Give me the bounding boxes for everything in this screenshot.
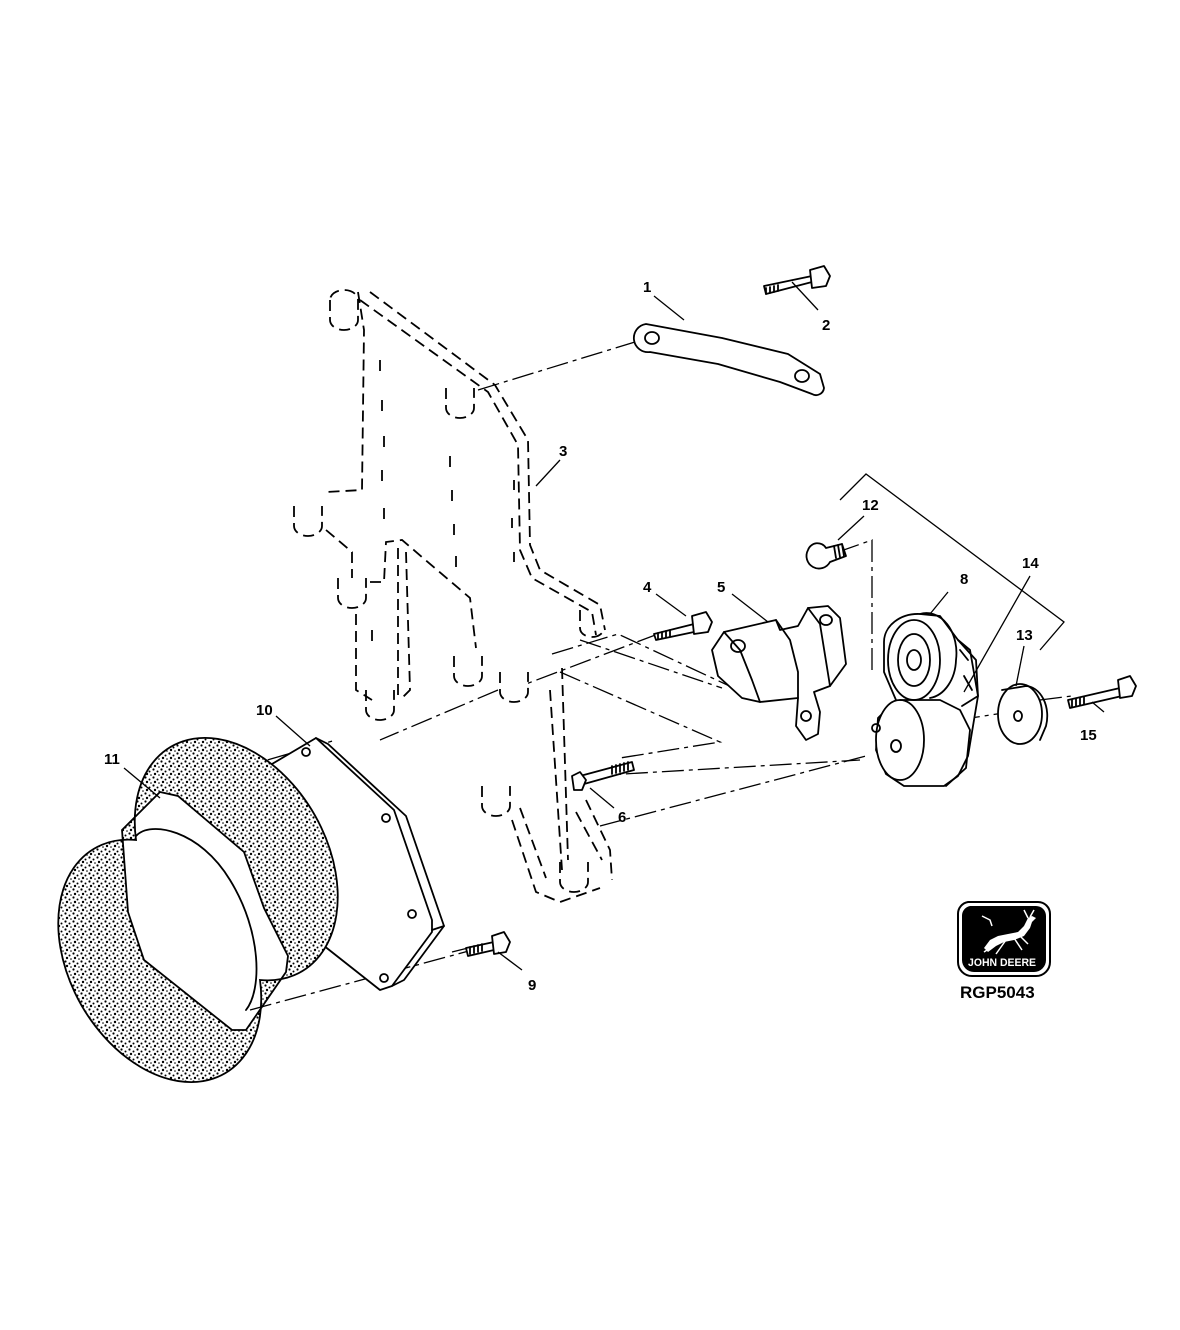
part-11-gasket xyxy=(57,737,339,1083)
callout-8: 8 xyxy=(960,571,968,588)
part-6-bolt xyxy=(571,761,635,791)
part-5-idler-bracket xyxy=(711,605,847,741)
callout-10: 10 xyxy=(256,702,273,719)
logo-brand-text: JOHN DEERE xyxy=(968,957,1036,969)
callout-9: 9 xyxy=(528,977,536,994)
part-12-cap-screw xyxy=(805,542,847,570)
part-3-mounting-bracket xyxy=(293,289,613,903)
part-1-brace-arm xyxy=(632,323,825,396)
part-13-pulley xyxy=(997,683,1049,745)
callout-6: 6 xyxy=(618,809,626,826)
callout-13: 13 xyxy=(1016,627,1033,644)
john-deere-logo: JOHN DEERE xyxy=(956,901,1051,977)
callout-12: 12 xyxy=(862,497,879,514)
leaping-deer-icon xyxy=(981,909,1036,955)
part-14-kit-bracket xyxy=(839,473,1065,651)
part-8-belt-tensioner xyxy=(871,612,979,787)
part-4-bolt xyxy=(653,611,713,641)
part-15-bolt xyxy=(1067,675,1137,709)
callout-14: 14 xyxy=(1022,555,1039,572)
callout-15: 15 xyxy=(1080,727,1097,744)
diagram-reference-code: RGP5043 xyxy=(960,983,1035,1002)
callout-11: 11 xyxy=(104,751,120,768)
part-9-bolt xyxy=(465,931,511,957)
callout-3: 3 xyxy=(559,443,567,460)
callout-1: 1 xyxy=(643,279,651,296)
callout-labels: 1 2 3 4 5 6 8 9 10 11 12 13 14 15 xyxy=(104,279,1097,994)
part-2-bolt xyxy=(763,265,831,295)
callout-leader-lines xyxy=(123,281,1105,971)
callout-5: 5 xyxy=(717,579,725,596)
callout-4: 4 xyxy=(643,579,652,596)
callout-2: 2 xyxy=(822,317,830,334)
